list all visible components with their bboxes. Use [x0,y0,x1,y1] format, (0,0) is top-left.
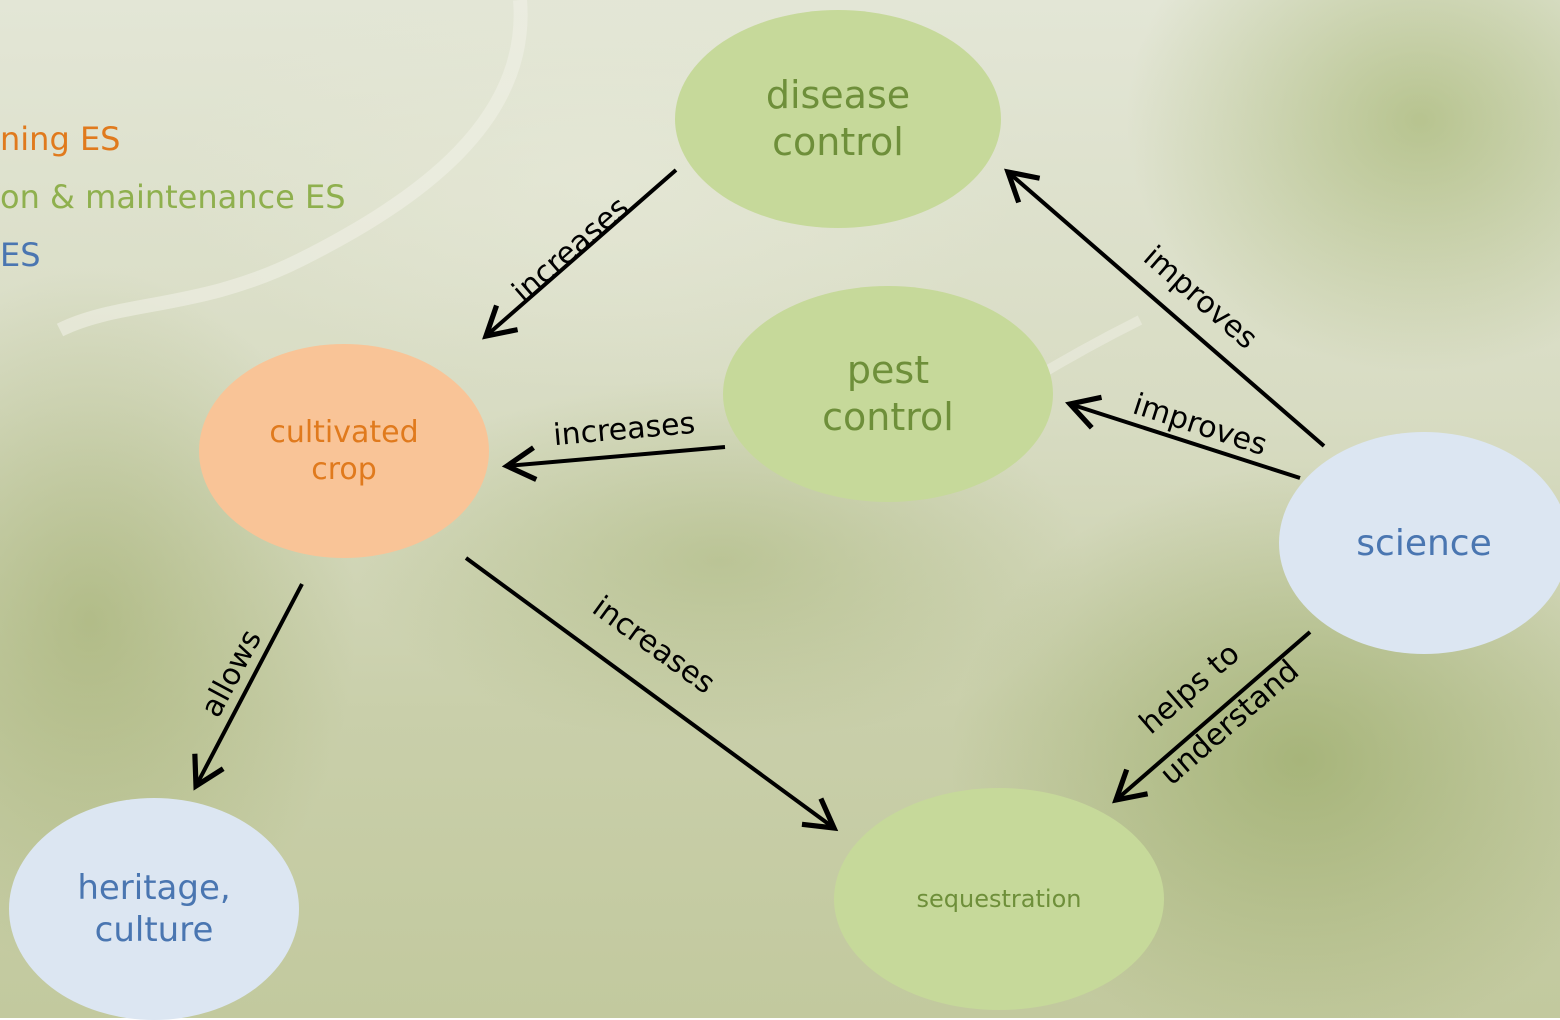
edge-science-to-sequestration [1112,630,1312,804]
legend-provisioning: ning ES [0,120,121,158]
edge-science-to-pest [1065,394,1301,480]
label-disease-to-crop: increases [506,190,636,310]
edge-science-to-disease [1004,168,1326,448]
node-pest-control: pest control [723,286,1053,502]
label-science-to-pest: improves [1129,387,1272,463]
edge-pest-to-crop [501,445,726,482]
label-pest-to-crop: increases [552,406,697,453]
node-heritage-culture: heritage, culture [9,798,299,1020]
node-sequestration: sequestration [834,788,1164,1010]
node-science: science [1279,432,1560,654]
label-crop-to-sequestration: increases [586,589,722,701]
node-cultivated-crop: cultivated crop [199,344,489,558]
label-crop-to-heritage: allows [194,624,269,723]
edge-disease-to-crop [482,168,678,340]
edge-crop-to-sequestration [464,556,839,832]
legend-cultural: ES [0,236,41,274]
edge-crop-to-heritage [192,583,304,791]
legend-regulation-maintenance: on & maintenance ES [0,178,346,216]
node-disease-control: disease control [675,10,1001,228]
